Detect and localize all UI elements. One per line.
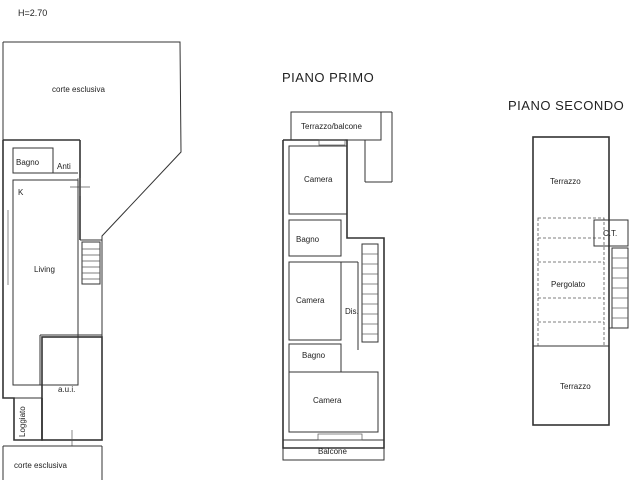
second-floor-title: PIANO SECONDO — [508, 98, 624, 113]
living-room — [12, 179, 79, 386]
ground-floor-plan: H=2.70 corte esclusiva Bagno Anti K Livi… — [2, 8, 182, 480]
ct-label: C.T. — [603, 229, 617, 238]
corte-esclusiva-boundary — [3, 41, 182, 342]
camera-3-room — [288, 371, 379, 433]
loggiato-area — [13, 397, 43, 441]
second-floor-outline — [532, 136, 610, 426]
dis-label: Dis. — [345, 307, 359, 316]
loggiato-label: Loggiato — [18, 406, 27, 437]
ct-room — [593, 219, 629, 247]
first-floor-title: PIANO PRIMO — [282, 70, 374, 85]
corte-bottom-label: corte esclusiva — [14, 461, 67, 470]
camera-2-room — [288, 261, 342, 341]
bagno-2-label: Bagno — [302, 351, 326, 360]
corte-top-label: corte esclusiva — [52, 85, 105, 94]
first-floor-stairs — [361, 243, 379, 343]
aui-label: a.u.i. — [58, 385, 75, 394]
second-floor-stairs — [611, 247, 629, 329]
ground-stairs — [81, 241, 101, 285]
bagno-1-room — [288, 219, 342, 257]
camera-3-label: Camera — [313, 396, 342, 405]
camera-1-label: Camera — [304, 175, 333, 184]
bagno-label: Bagno — [16, 158, 40, 167]
terrazzo-bottom-label: Terrazzo — [560, 382, 591, 391]
anti-label: Anti — [57, 162, 71, 171]
terrazzo-top-label: Terrazzo — [550, 177, 581, 186]
pergolato-label: Pergolato — [551, 280, 586, 289]
balcone-door — [317, 433, 363, 441]
ground-floor-outline — [2, 140, 43, 441]
terrazzo-door — [318, 139, 346, 146]
bagno-1-label: Bagno — [296, 235, 320, 244]
first-floor-plan: PIANO PRIMO — [282, 70, 393, 461]
camera-2-label: Camera — [296, 296, 325, 305]
camera-1-room — [288, 145, 348, 215]
kitchen-label: K — [18, 188, 24, 197]
height-note: H=2.70 — [18, 8, 47, 18]
living-label: Living — [34, 265, 55, 274]
terrazzo-balcone-label: Terrazzo/balcone — [301, 122, 362, 131]
balcone-label: Balcone — [318, 447, 347, 456]
second-floor-plan: PIANO SECONDO Terrazzo C.T. Pergolato Te… — [508, 98, 629, 426]
